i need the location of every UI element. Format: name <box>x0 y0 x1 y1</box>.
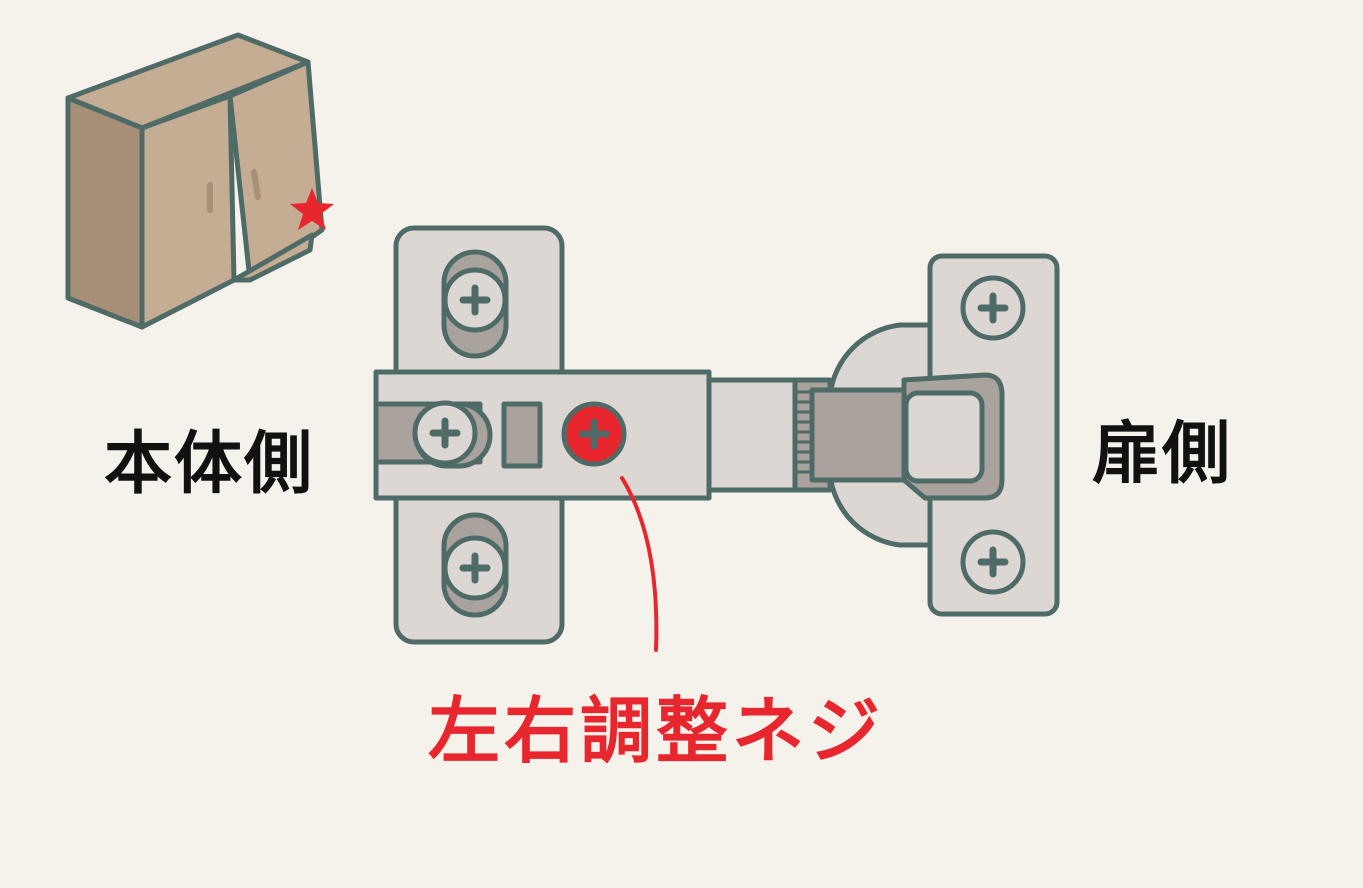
star-marker-icon <box>290 188 334 230</box>
door-side-label: 扉側 <box>1092 415 1233 494</box>
hinge-door-plate <box>792 253 1060 617</box>
screw-cross-icons <box>429 284 1009 584</box>
adjust-screw-label: 左右調整ネジ <box>428 689 885 773</box>
callout-line <box>620 476 659 652</box>
cabinet-icon <box>65 32 334 330</box>
body-side-label: 本体側 <box>104 425 315 504</box>
